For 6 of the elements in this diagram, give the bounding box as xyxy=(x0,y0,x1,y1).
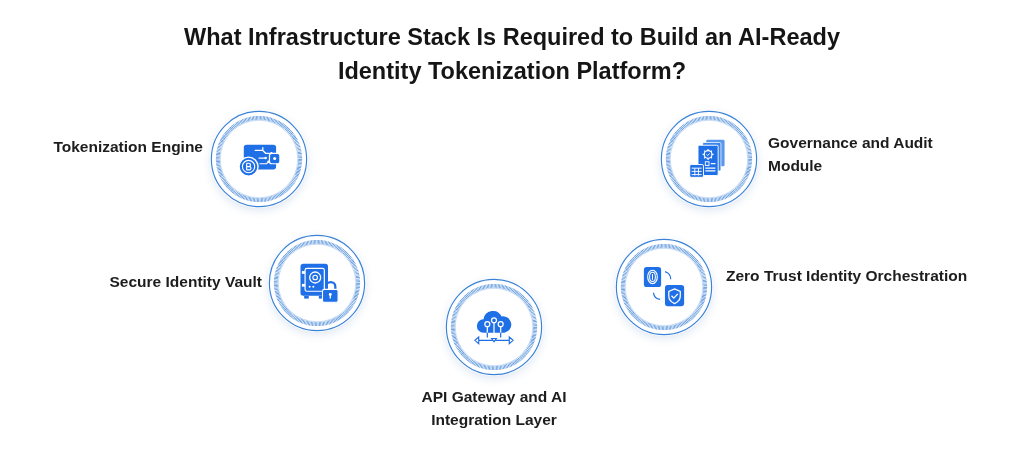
feature-label: Tokenization Engine xyxy=(52,137,203,157)
feature-label: API Gateway and AI Integration Layer xyxy=(420,387,568,430)
feature-label: Zero Trust Identity Orchestration xyxy=(726,266,969,286)
feature-label: Governance and Audit Module xyxy=(768,133,934,176)
feature-label: Secure Identity Vault xyxy=(108,272,262,292)
title: What Infrastructure Stack Is Required to Build an AI-Ready Identity Tokenization Platform? xyxy=(183,23,841,86)
